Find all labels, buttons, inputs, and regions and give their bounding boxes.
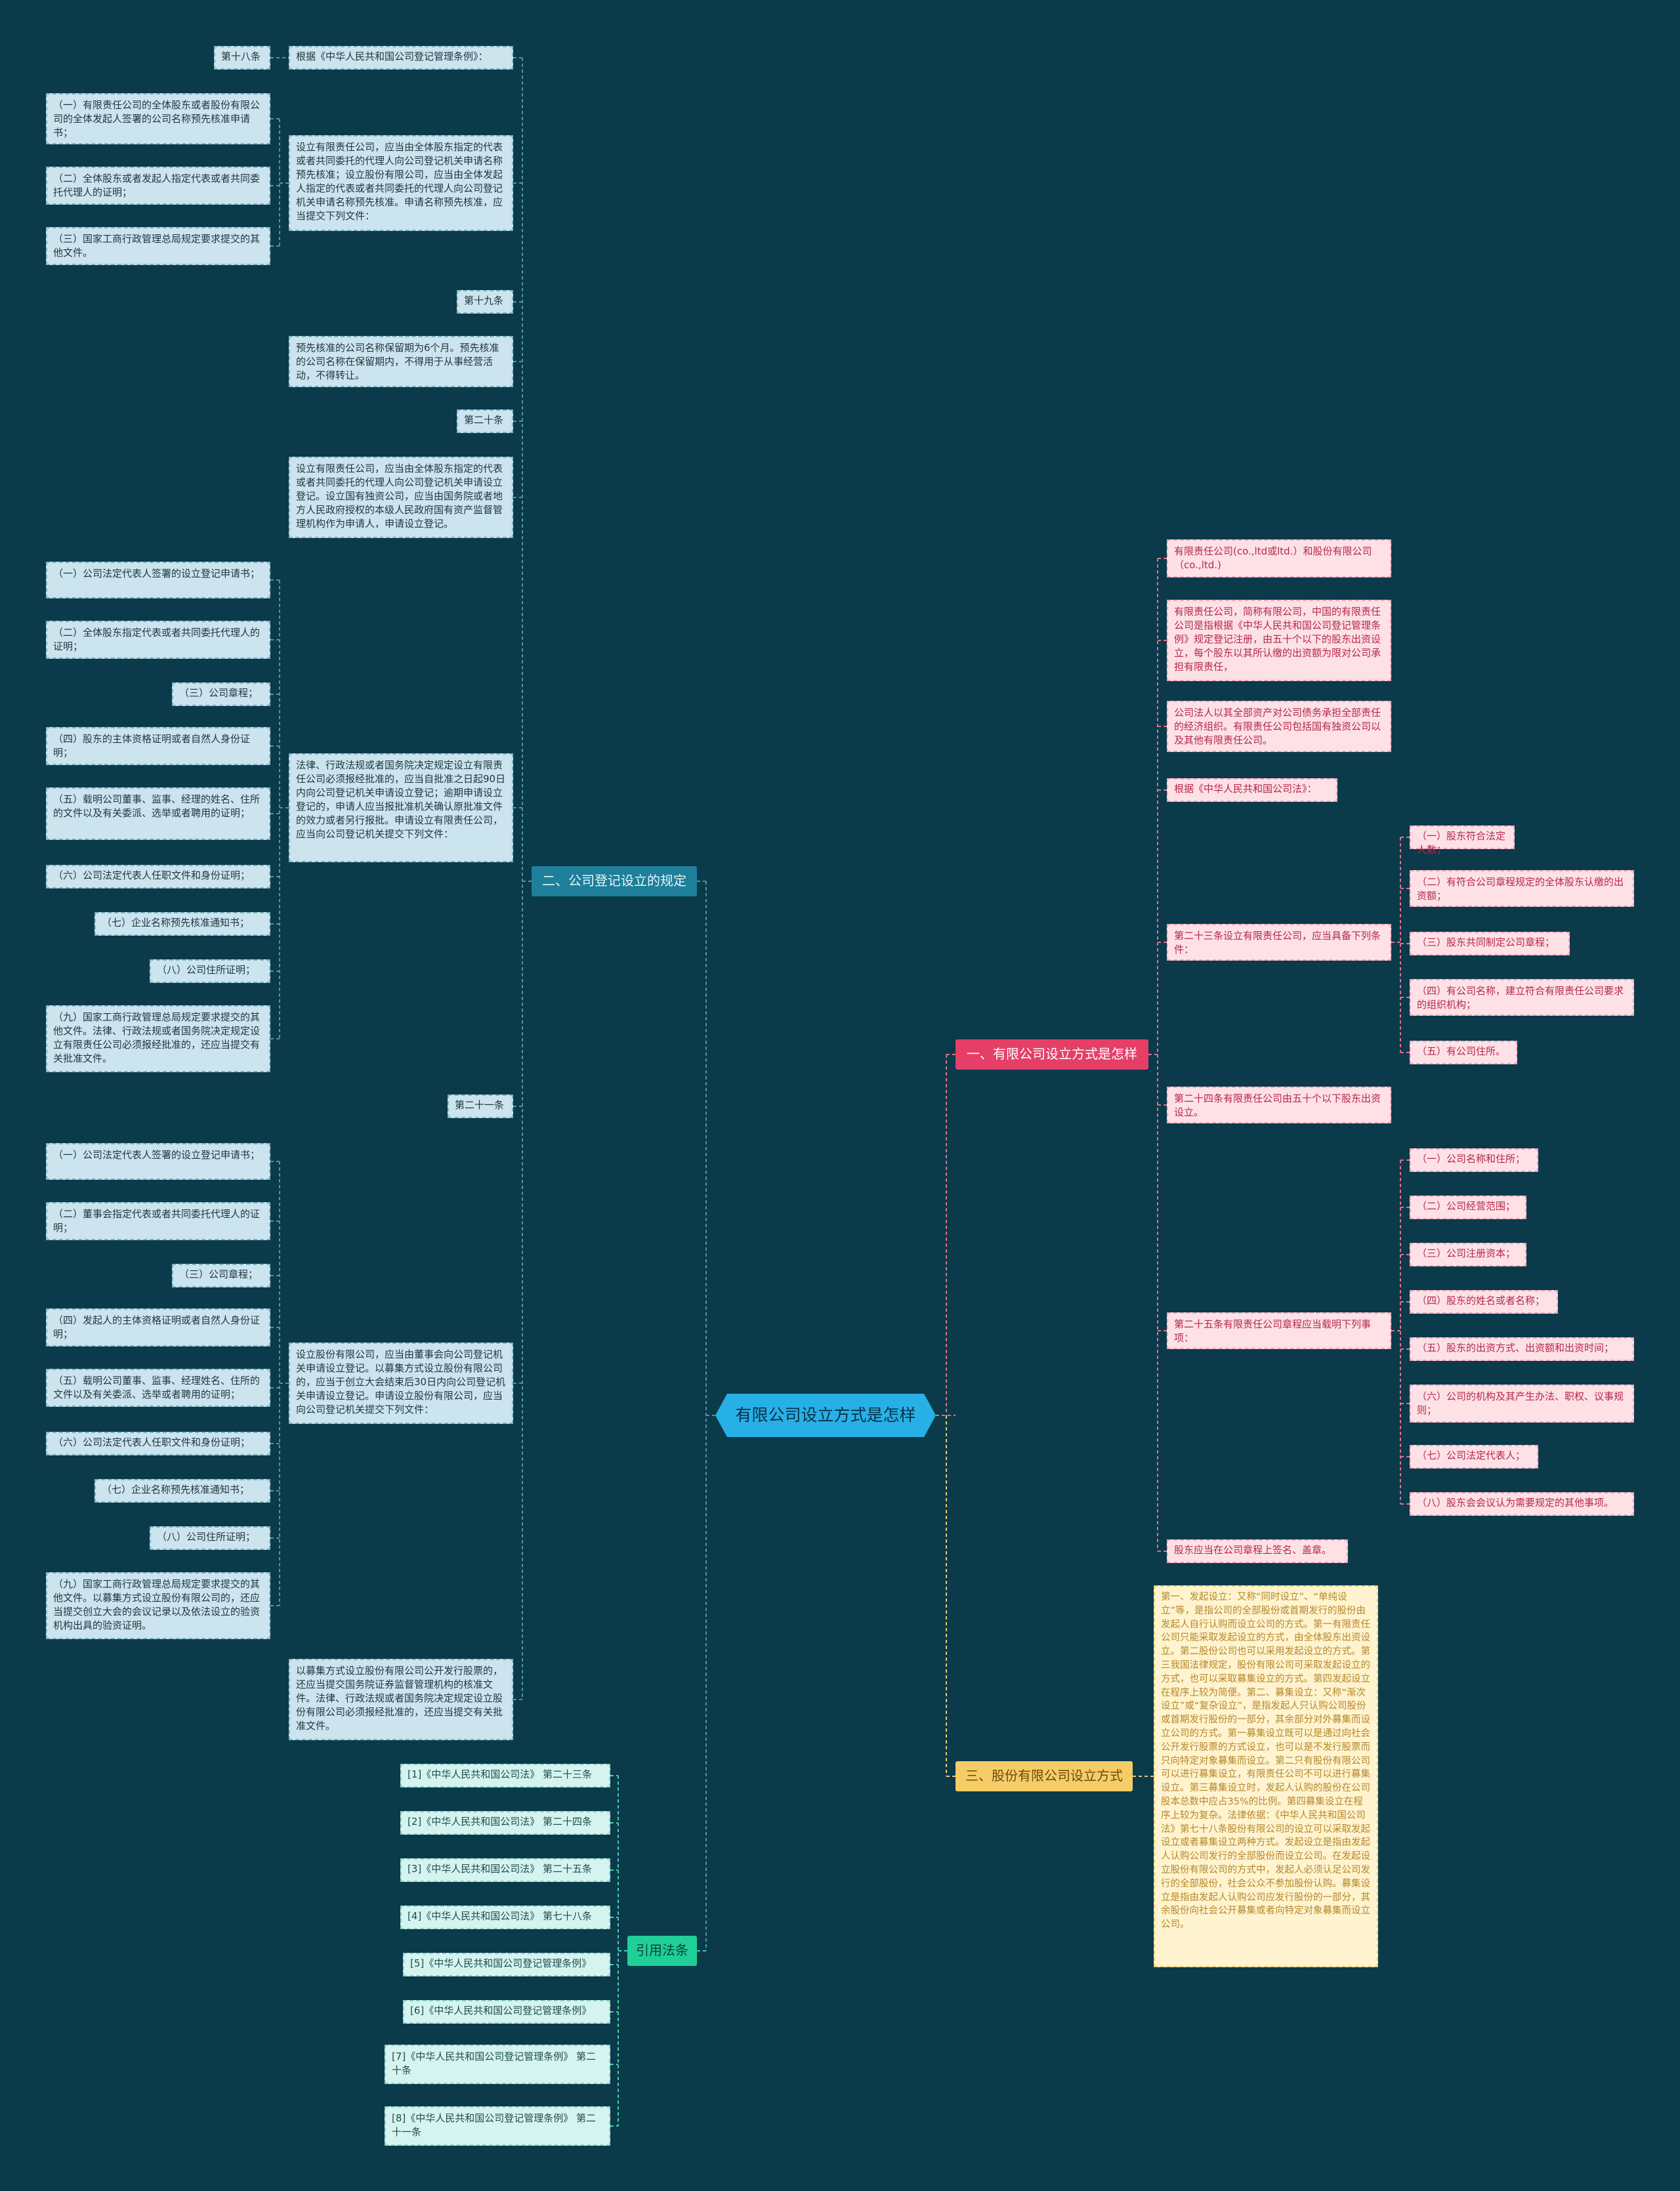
art25-item-8[interactable]: （八）股东会会议认为需要规定的其他事项。 (1410, 1492, 1634, 1516)
art25-item-4[interactable]: （四）股东的姓名或者名称； (1410, 1290, 1558, 1314)
article-21-label[interactable]: 第二十一条 (448, 1095, 513, 1118)
article-18-label[interactable]: 第十八条 (214, 46, 270, 70)
art20-item-6[interactable]: （六）公司法定代表人任职文件和身份证明； (46, 865, 270, 888)
cited-law-1[interactable]: [1]《中华人民共和国公司法》 第二十三条 (400, 1764, 610, 1787)
name-item-3[interactable]: （三）国家工商行政管理总局规定要求提交的其他文件。 (46, 227, 270, 265)
art20-item-8[interactable]: （八）公司住所证明； (150, 959, 270, 983)
branch-llc-setup[interactable]: 一、有限公司设立方式是怎样 (956, 1039, 1148, 1070)
art21-item-4[interactable]: （四）发起人的主体资格证明或者自然人身份证明； (46, 1308, 270, 1346)
art23-item-3[interactable]: （三）股东共同制定公司章程； (1410, 932, 1570, 955)
article-19-text[interactable]: 预先核准的公司名称保留期为6个月。预先核准的公司名称在保留期内，不得用于从事经营… (289, 336, 513, 387)
article-21-text[interactable]: 设立股份有限公司，应当由董事会向公司登记机关申请设立登记。以募集方式设立股份有限… (289, 1343, 513, 1424)
art20-item-1[interactable]: （一）公司法定代表人签署的设立登记申请书； (46, 562, 270, 598)
name-item-1[interactable]: （一）有限责任公司的全体股东或者股份有限公司的全体发起人签署的公司名称预先核准申… (46, 93, 270, 144)
art23-item-5[interactable]: （五）有公司住所。 (1410, 1041, 1517, 1064)
jsc-setup-detail-node[interactable]: 第一、发起设立：又称“同时设立”、“单纯设立”等，是指公司的全部股份或首期发行的… (1154, 1585, 1378, 1967)
art21-item-1[interactable]: （一）公司法定代表人签署的设立登记申请书； (46, 1143, 270, 1180)
llc-intro-node[interactable]: 有限责任公司(co.,ltd或ltd.）和股份有限公司（co.,ltd.) (1167, 539, 1391, 577)
art20-item-7[interactable]: （七）企业名称预先核准通知书； (94, 912, 270, 936)
art20-item-3[interactable]: （三）公司章程； (172, 682, 270, 706)
branch-jsc-setup[interactable]: 三、股份有限公司设立方式 (956, 1761, 1133, 1791)
art25-item-3[interactable]: （三）公司注册资本； (1410, 1243, 1526, 1266)
art20-item-2[interactable]: （二）全体股东指定代表或者共同委托代理人的证明； (46, 621, 270, 659)
registration-regulation-basis[interactable]: 根据《中华人民共和国公司登记管理条例》： (289, 46, 513, 70)
article-21-ipo-node[interactable]: 以募集方式设立股份有限公司公开发行股票的，还应当提交国务院证券监督管理机构的核准… (289, 1659, 513, 1740)
art21-item-3[interactable]: （三）公司章程； (172, 1264, 270, 1287)
cited-law-2[interactable]: [2]《中华人民共和国公司法》 第二十四条 (400, 1811, 610, 1835)
branch-cited-laws[interactable]: 引用法条 (627, 1936, 697, 1966)
art23-item-1[interactable]: （一）股东符合法定人数； (1410, 825, 1515, 856)
art21-item-9[interactable]: （九）国家工商行政管理总局规定要求提交的其他文件。以募集方式设立股份有限公司的，… (46, 1572, 270, 1639)
art20-item-9[interactable]: （九）国家工商行政管理总局规定要求提交的其他文件。法律、行政法规或者国务院决定规… (46, 1005, 270, 1072)
article-25-node[interactable]: 第二十五条有限责任公司章程应当载明下列事项： (1167, 1312, 1391, 1349)
art25-item-5[interactable]: （五）股东的出资方式、出资额和出资时间； (1410, 1337, 1634, 1361)
article-20-approval[interactable]: 法律、行政法规或者国务院决定规定设立有限责任公司必须报经批准的，应当自批准之日起… (289, 753, 513, 862)
art23-item-2[interactable]: （二）有符合公司章程规定的全体股东认缴的出资额； (1410, 870, 1634, 907)
art25-item-7[interactable]: （七）公司法定代表人； (1410, 1445, 1538, 1469)
art21-item-5[interactable]: （五）载明公司董事、监事、经理姓名、住所的文件以及有关委派、选举或者聘用的证明； (46, 1369, 270, 1407)
article-20-text[interactable]: 设立有限责任公司，应当由全体股东指定的代表或者共同委托的代理人向公司登记机关申请… (289, 457, 513, 538)
cited-law-5[interactable]: [5]《中华人民共和国公司登记管理条例》 (403, 1953, 610, 1976)
art25-item-2[interactable]: （二）公司经营范围； (1410, 1196, 1526, 1219)
article-24-node[interactable]: 第二十四条有限责任公司由五十个以下股东出资设立。 (1167, 1087, 1391, 1123)
art20-item-4[interactable]: （四）股东的主体资格证明或者自然人身份证明； (46, 727, 270, 765)
name-item-2[interactable]: （二）全体股东或者发起人指定代表或者共同委托代理人的证明； (46, 167, 270, 205)
article-20-label[interactable]: 第二十条 (457, 409, 513, 433)
branch-registration-rules[interactable]: 二、公司登记设立的规定 (532, 866, 697, 896)
art21-item-6[interactable]: （六）公司法定代表人任职文件和身份证明； (46, 1432, 270, 1455)
company-law-basis-node[interactable]: 根据《中华人民共和国公司法》： (1167, 778, 1337, 802)
art25-item-6[interactable]: （六）公司的机构及其产生办法、职权、议事规则； (1410, 1385, 1634, 1423)
cited-law-6[interactable]: [6]《中华人民共和国公司登记管理条例》 (403, 2000, 610, 2024)
cited-law-4[interactable]: [4]《中华人民共和国公司法》 第七十八条 (400, 1906, 610, 1929)
article-23-node[interactable]: 第二十三条设立有限责任公司，应当具备下列条件： (1167, 924, 1391, 961)
center-topic[interactable]: 有限公司设立方式是怎样 (715, 1394, 936, 1437)
llc-definition-node[interactable]: 有限责任公司，简称有限公司，中国的有限责任公司是指根据《中华人民共和国公司登记管… (1167, 600, 1391, 681)
cited-law-8[interactable]: [8]《中华人民共和国公司登记管理条例》 第二十一条 (385, 2106, 610, 2146)
art20-item-5[interactable]: （五）载明公司董事、监事、经理的姓名、住所的文件以及有关委派、选举或者聘用的证明… (46, 787, 270, 840)
cited-law-3[interactable]: [3]《中华人民共和国公司法》 第二十五条 (400, 1858, 610, 1882)
art21-item-8[interactable]: （八）公司住所证明； (150, 1526, 270, 1550)
art21-item-2[interactable]: （二）董事会指定代表或者共同委托代理人的证明； (46, 1202, 270, 1240)
legal-person-node[interactable]: 公司法人以其全部资产对公司债务承担全部责任的经济组织。有限责任公司包括国有独资公… (1167, 701, 1391, 752)
art21-item-7[interactable]: （七）企业名称预先核准通知书； (94, 1479, 270, 1503)
article-19-label[interactable]: 第十九条 (457, 290, 513, 314)
shareholder-sign-node[interactable]: 股东应当在公司章程上签名、盖章。 (1167, 1539, 1348, 1563)
art25-item-1[interactable]: （一）公司名称和住所； (1410, 1148, 1538, 1172)
art23-item-4[interactable]: （四）有公司名称，建立符合有限责任公司要求的组织机构； (1410, 979, 1634, 1016)
name-preapproval-node[interactable]: 设立有限责任公司，应当由全体股东指定的代表或者共同委托的代理人向公司登记机关申请… (289, 135, 513, 231)
cited-law-7[interactable]: [7]《中华人民共和国公司登记管理条例》 第二十条 (385, 2045, 610, 2084)
